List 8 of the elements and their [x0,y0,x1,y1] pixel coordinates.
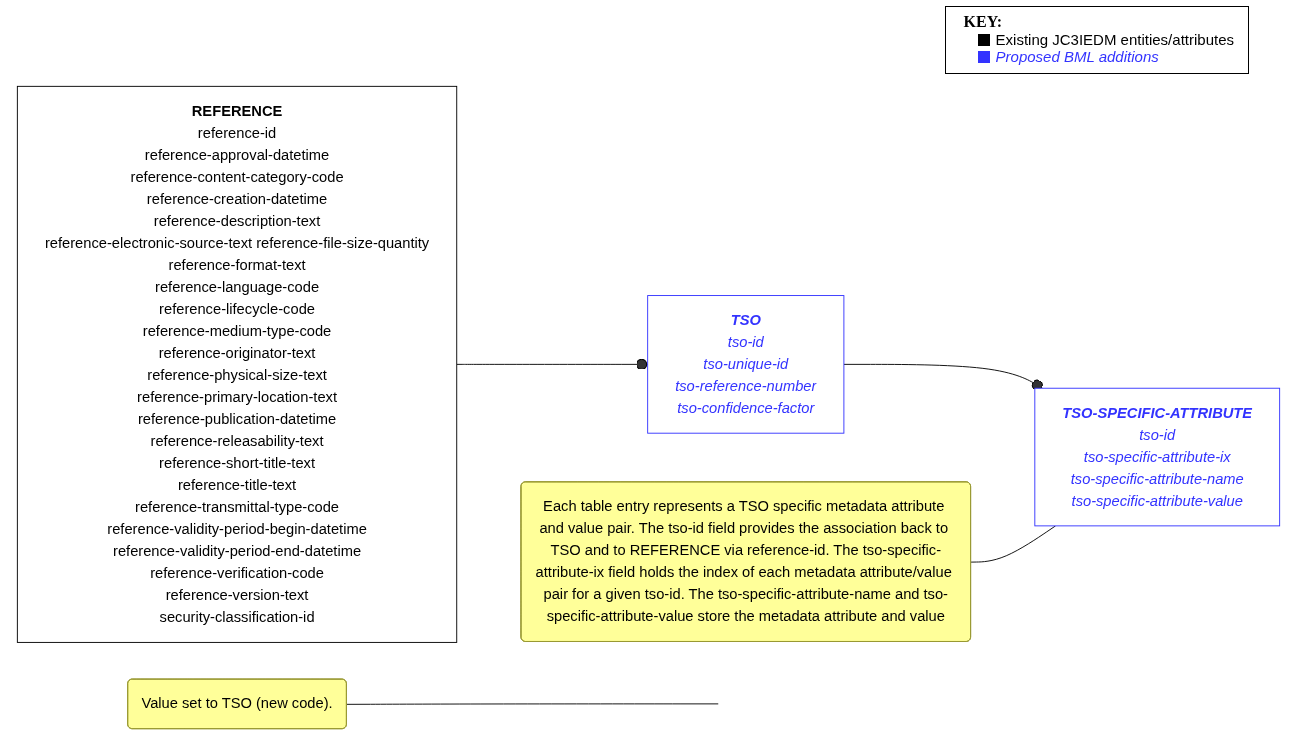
node-box: TSO tso-id tso-unique-id tso-reference-number tso-confidence-factor [647,295,845,434]
connector [346,703,719,705]
node-box: TSO-SPECIFIC-ATTRIBUTE tso-id tso-specific-attribute-ix tso-specific-attribute-name tso-specific-attribute-value [1034,387,1281,527]
node-box: REFERENCE reference-id reference-approval-datetime reference-content-category-code reference-creation-datetime reference-description-text reference-electronic-source-text reference-file-size-quantity reference-format-text reference-language-code reference-lifecycle-code reference-medium-type-code reference-originator-text reference-physical-size-text reference-primary-location-text reference-publication-datetime reference-releasability-text reference-short-title-text reference-title-text reference-transmittal-type-code reference-validity-period-begin-datetime reference-validity-period-end-datetime reference-verification-code reference-version-text security-classification-id [16,85,458,643]
legend-text: Proposed BML additions [995,48,1159,65]
connector [970,525,1057,563]
legend-text: Existing JC3IEDM entities/attributes [995,31,1234,48]
legend-title: KEY: [963,13,1003,31]
